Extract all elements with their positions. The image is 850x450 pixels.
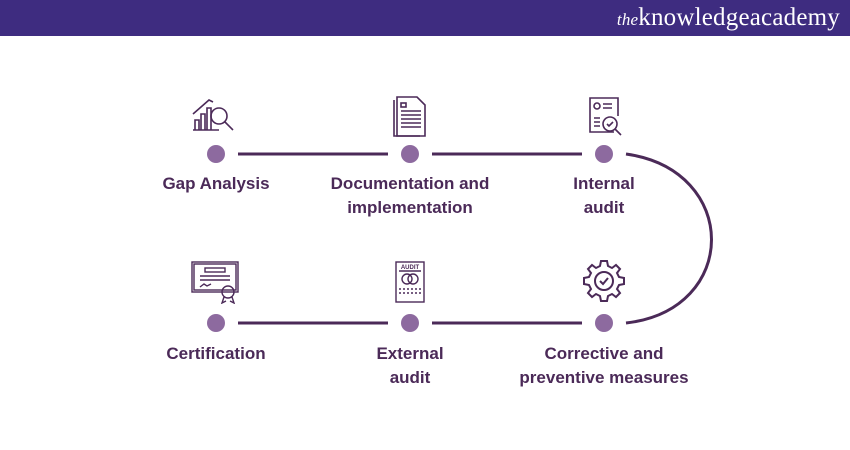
connector-3-4 [625,152,713,325]
logo-name: knowledgeacademy [638,4,840,31]
audit-report-icon [589,97,622,136]
document-icon [393,96,426,137]
header-bar: theknowledgeacademy [0,0,850,36]
step-label-gap-analysis: Gap Analysis [96,172,336,196]
label-line-1: Gap Analysis [162,174,270,193]
label-line-2: implementation [347,198,473,217]
gear-check-icon [583,260,625,302]
label-line-2: preventive measures [519,368,689,387]
step-dot-corrective [595,314,613,332]
audit-document-icon: AUDIT [395,261,425,303]
label-line-1: Documentation and [330,174,490,193]
step-dot-gap-analysis [207,145,225,163]
label-line-1: Corrective and [544,344,664,363]
step-dot-documentation [401,145,419,163]
label-line-1: Internal [573,174,635,193]
chart-magnifier-icon [192,99,234,131]
audit-icon-text: AUDIT [401,265,420,271]
step-dot-external-audit [401,314,419,332]
certificate-icon [191,261,239,304]
label-line-1: External [376,344,444,363]
label-line-2: audit [583,198,625,217]
step-label-corrective: Corrective and preventive measures [484,342,724,390]
label-line-1: Certification [166,344,266,363]
step-label-external-audit: External audit [290,342,530,390]
label-line-2: audit [389,368,431,387]
step-dot-certification [207,314,225,332]
step-label-documentation: Documentation and implementation [290,172,530,220]
step-label-internal-audit: Internal audit [484,172,724,220]
step-dot-internal-audit [595,145,613,163]
step-label-certification: Certification [96,342,336,366]
brand-logo[interactable]: theknowledgeacademy [617,4,840,32]
logo-prefix: the [616,10,639,29]
